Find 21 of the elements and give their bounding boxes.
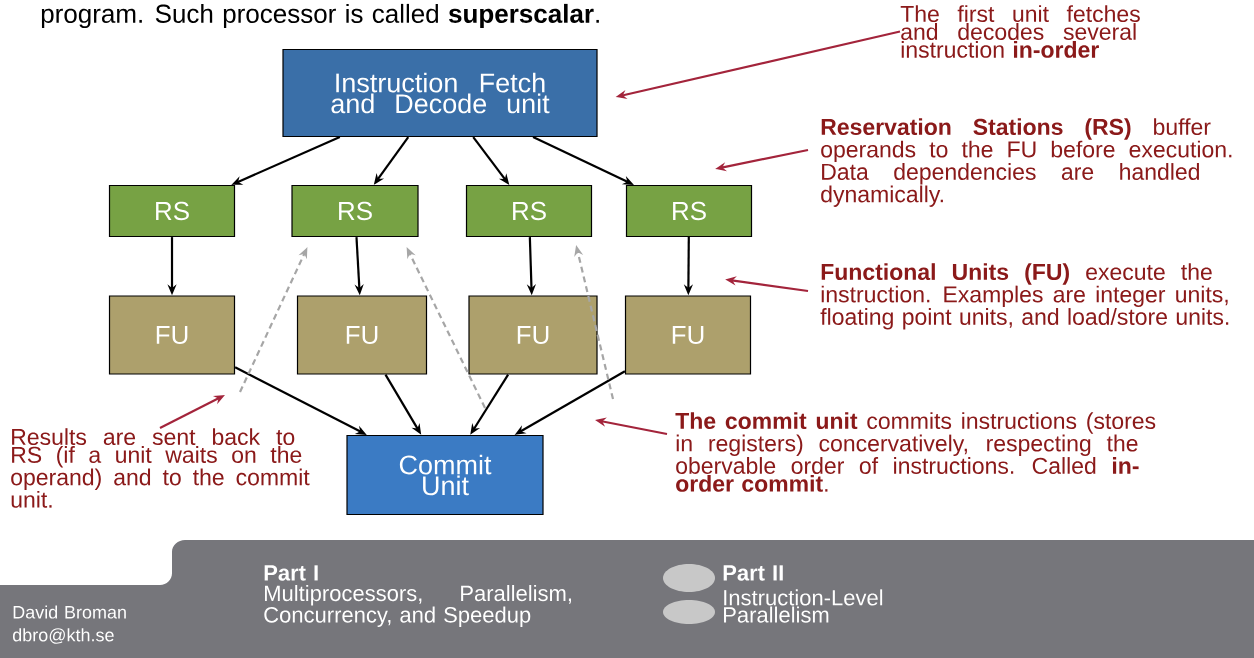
callout-text: Results are sent back to RS (if a unit waits on the operand) and to the commit unit. (11, 428, 310, 508)
process-box: RS (108, 184, 236, 238)
callout-text: Functional Units (FU) execute the instruction. Examples are integer units, floating point units, and load/store units. (820, 263, 1229, 330)
part-title: Instruction-Level Parallelism (724, 589, 883, 623)
callout-text: The first unit fetches and decodes several instruction in-order (900, 5, 1140, 58)
part-title: Multiprocessors, Parallelism, Concurrency, and Speedup (264, 585, 571, 627)
part-heading: Part I (264, 565, 318, 581)
process-box: RS (625, 184, 753, 238)
process-box: RS (291, 184, 419, 238)
process-box: RS (465, 184, 593, 238)
author-name: David Broman (13, 605, 126, 619)
process-box: Commit Unit (346, 434, 544, 516)
email-text: dbro@kth.se (12, 628, 114, 644)
process-box: FU (468, 295, 598, 375)
part-heading: Part II (723, 565, 783, 581)
callout-text: The commit unit commits instructions (stores in registers) concervatively, respecting the obervable order of instructions. Called in-order commit. (675, 412, 1156, 492)
process-box: FU (108, 295, 236, 375)
process-box: FU (296, 295, 428, 375)
process-box: Instruction Fetch and Decode unit (282, 48, 598, 138)
callout-text: Reservation Stations (RS) buffer operands to the FU before execution. Data dependencies are handled dynamically. (821, 118, 1232, 207)
process-box: FU (624, 295, 752, 375)
